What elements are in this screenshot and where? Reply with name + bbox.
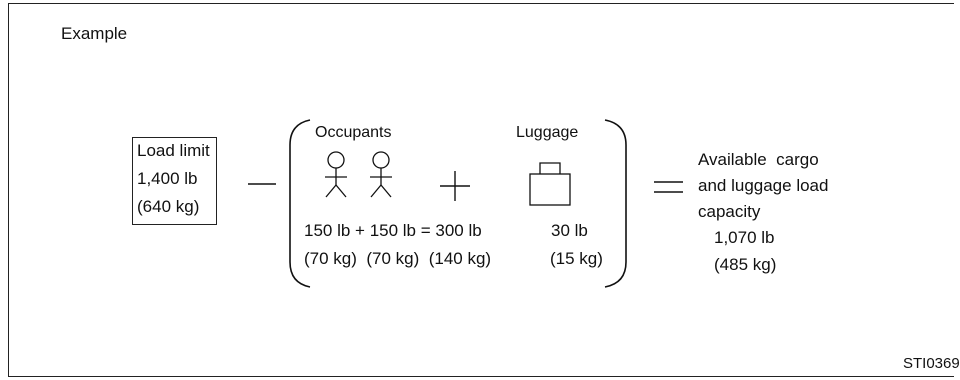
left-parenthesis — [289, 119, 311, 288]
result-line-1: Available cargo — [698, 150, 819, 169]
luggage-weight-lb: 30 lb — [551, 221, 588, 240]
person-icon-1 — [325, 151, 347, 198]
luggage-bag-icon — [529, 162, 571, 206]
equals-sign — [654, 181, 683, 193]
load-limit-box — [132, 137, 217, 225]
luggage-label: Luggage — [516, 124, 579, 141]
occupants-weights-kg: (70 kg) (70 kg) (140 kg) — [304, 249, 492, 268]
figure-code: STI0369 — [903, 355, 960, 372]
right-parenthesis — [604, 119, 627, 288]
luggage-weight-kg: (15 kg) — [550, 249, 603, 268]
result-line-2: and luggage load — [698, 176, 829, 195]
result-lb: 1,070 lb — [714, 228, 775, 247]
diagram-frame — [8, 3, 954, 377]
occupants-label: Occupants — [315, 124, 392, 141]
example-label: Example — [61, 24, 128, 43]
plus-sign — [440, 171, 470, 201]
person-icon-2 — [370, 151, 392, 198]
occupants-weights-lb: 150 lb + 150 lb = 300 lb — [304, 221, 482, 240]
load-limit-lb: 1,400 lb — [137, 169, 198, 188]
load-limit-kg: (640 kg) — [137, 197, 200, 216]
result-kg: (485 kg) — [714, 255, 777, 274]
result-line-3: capacity — [698, 202, 761, 221]
load-limit-title: Load limit — [137, 141, 210, 160]
